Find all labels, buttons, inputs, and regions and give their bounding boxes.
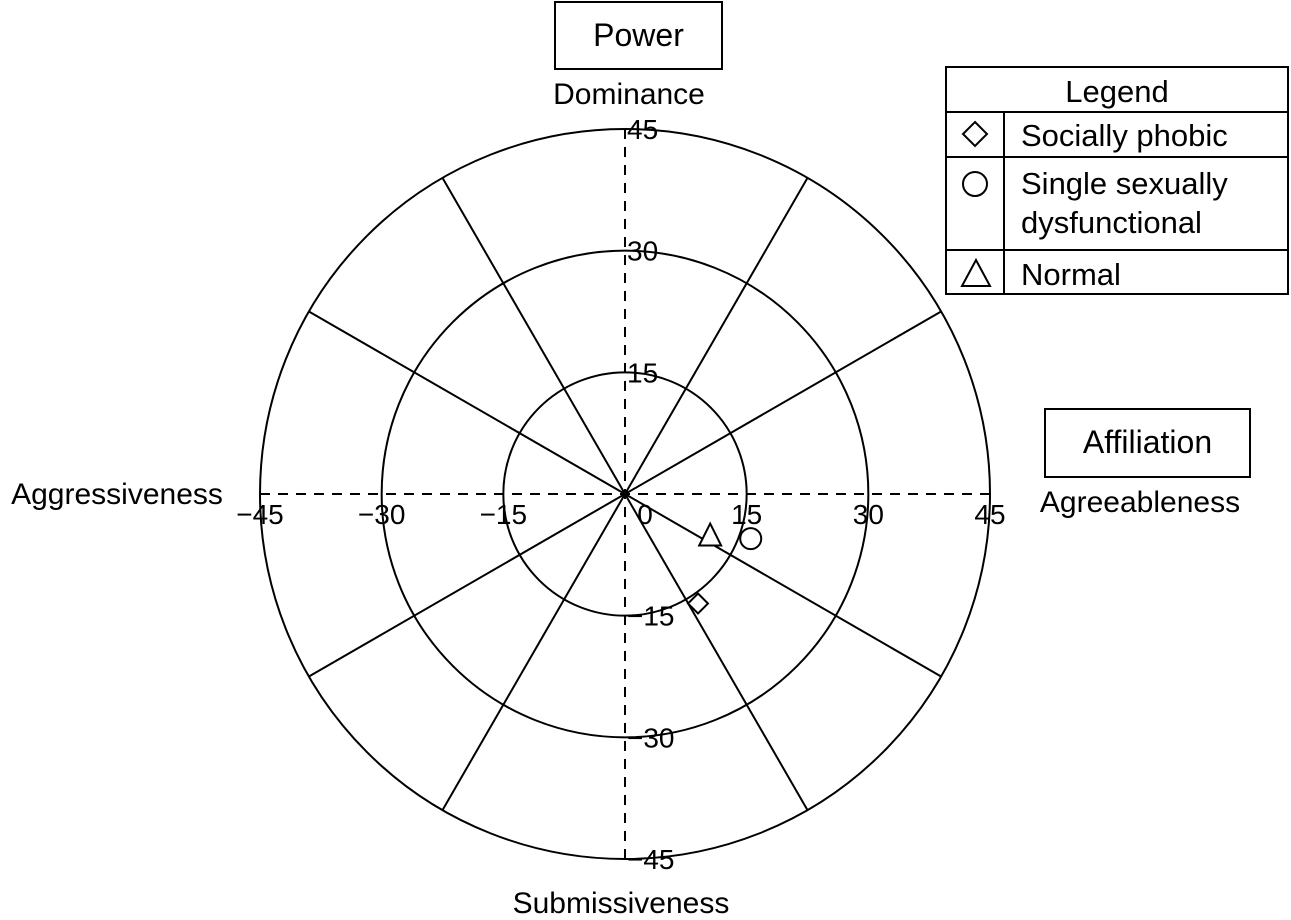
x-tick-label: 0 <box>637 499 653 530</box>
sector-spoke <box>624 177 809 495</box>
y-tick-label: −30 <box>627 722 675 753</box>
sector-spoke <box>308 310 626 495</box>
power-box <box>554 1 723 70</box>
aggressiveness-label: Aggressiveness <box>11 478 223 511</box>
sector-spoke <box>441 493 626 811</box>
y-tick-label: 45 <box>627 114 658 145</box>
ring-30 <box>380 249 870 739</box>
data-point-triangle <box>697 521 723 547</box>
x-tick-label: 15 <box>731 499 762 530</box>
data-point-diamond <box>686 592 710 615</box>
affiliation-label: Affiliation <box>1083 424 1212 460</box>
submissiveness-label: Submissiveness <box>513 887 730 920</box>
sector-spoke <box>624 493 809 811</box>
y-tick-label: −45 <box>627 844 675 875</box>
tick-labels: −45 −30 −15 0 15 30 45 45 30 15 −15 −30 −45 <box>236 114 1005 875</box>
sector-spoke <box>624 493 942 678</box>
x-tick-label: −15 <box>480 499 528 530</box>
y-tick-label: 30 <box>627 236 658 267</box>
x-tick-label: −45 <box>236 499 284 530</box>
legend-label-normal: Normal <box>1021 257 1121 292</box>
agreeableness-label: Agreeableness <box>1040 486 1240 519</box>
power-label: Power <box>593 17 684 53</box>
x-tick-label: −30 <box>358 499 406 530</box>
sector-spoke <box>308 493 626 678</box>
y-tick-label: 15 <box>627 357 658 388</box>
dominance-label: Dominance <box>553 78 705 111</box>
triangle-icon <box>960 257 992 287</box>
sector-spoke <box>441 177 626 495</box>
data-point-circle <box>739 527 763 551</box>
legend-title: Legend <box>1065 74 1168 109</box>
legend-label-socially-phobic: Socially phobic <box>1021 118 1228 153</box>
data-points <box>686 521 763 615</box>
sector-spoke <box>624 310 942 495</box>
x-tick-label: 30 <box>853 499 884 530</box>
y-tick-label: −15 <box>627 601 675 632</box>
circle-icon <box>962 171 988 197</box>
legend: Legend Socially phobic Single sexually d… <box>945 66 1289 295</box>
legend-label-single-sexually-line1: Single sexually <box>1021 166 1228 201</box>
affiliation-box <box>1044 408 1251 478</box>
diamond-icon <box>961 120 989 148</box>
legend-label-single-sexually-line2: dysfunctional <box>1021 205 1202 240</box>
chart-axes <box>260 129 990 859</box>
x-tick-label: 45 <box>974 499 1005 530</box>
